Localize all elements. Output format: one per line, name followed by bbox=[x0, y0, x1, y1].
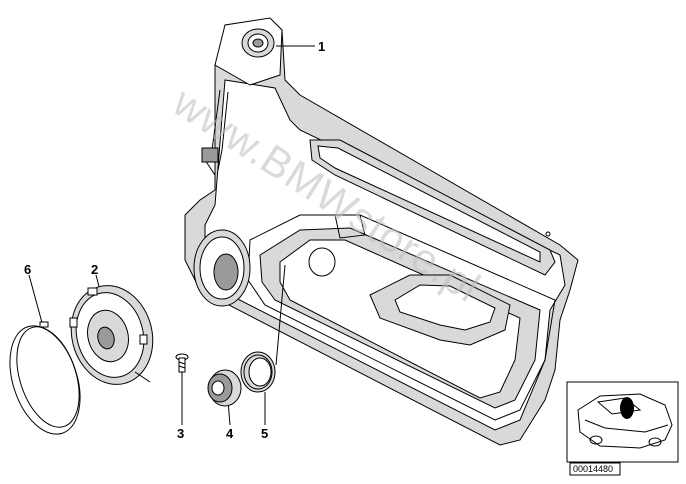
callout-2: 2 bbox=[91, 262, 98, 277]
speaker-ring bbox=[240, 351, 276, 393]
tweeter-housing bbox=[201, 17, 283, 176]
screw bbox=[175, 353, 189, 373]
callout-leaders bbox=[28, 45, 315, 426]
speaker-grille bbox=[9, 321, 81, 435]
callout-3: 3 bbox=[177, 426, 184, 441]
callout-5: 5 bbox=[261, 426, 268, 441]
cover-cap bbox=[207, 369, 242, 407]
vehicle-locator-thumbnail: 00014480 bbox=[566, 381, 679, 476]
woofer-speaker bbox=[69, 285, 154, 385]
reference-code: 00014480 bbox=[573, 464, 613, 474]
callout-labels: 1 2 3 4 5 6 bbox=[24, 39, 325, 441]
callout-4: 4 bbox=[226, 426, 234, 441]
callout-6: 6 bbox=[24, 262, 31, 277]
door-trim-panel bbox=[184, 19, 579, 446]
callout-1: 1 bbox=[318, 39, 325, 54]
